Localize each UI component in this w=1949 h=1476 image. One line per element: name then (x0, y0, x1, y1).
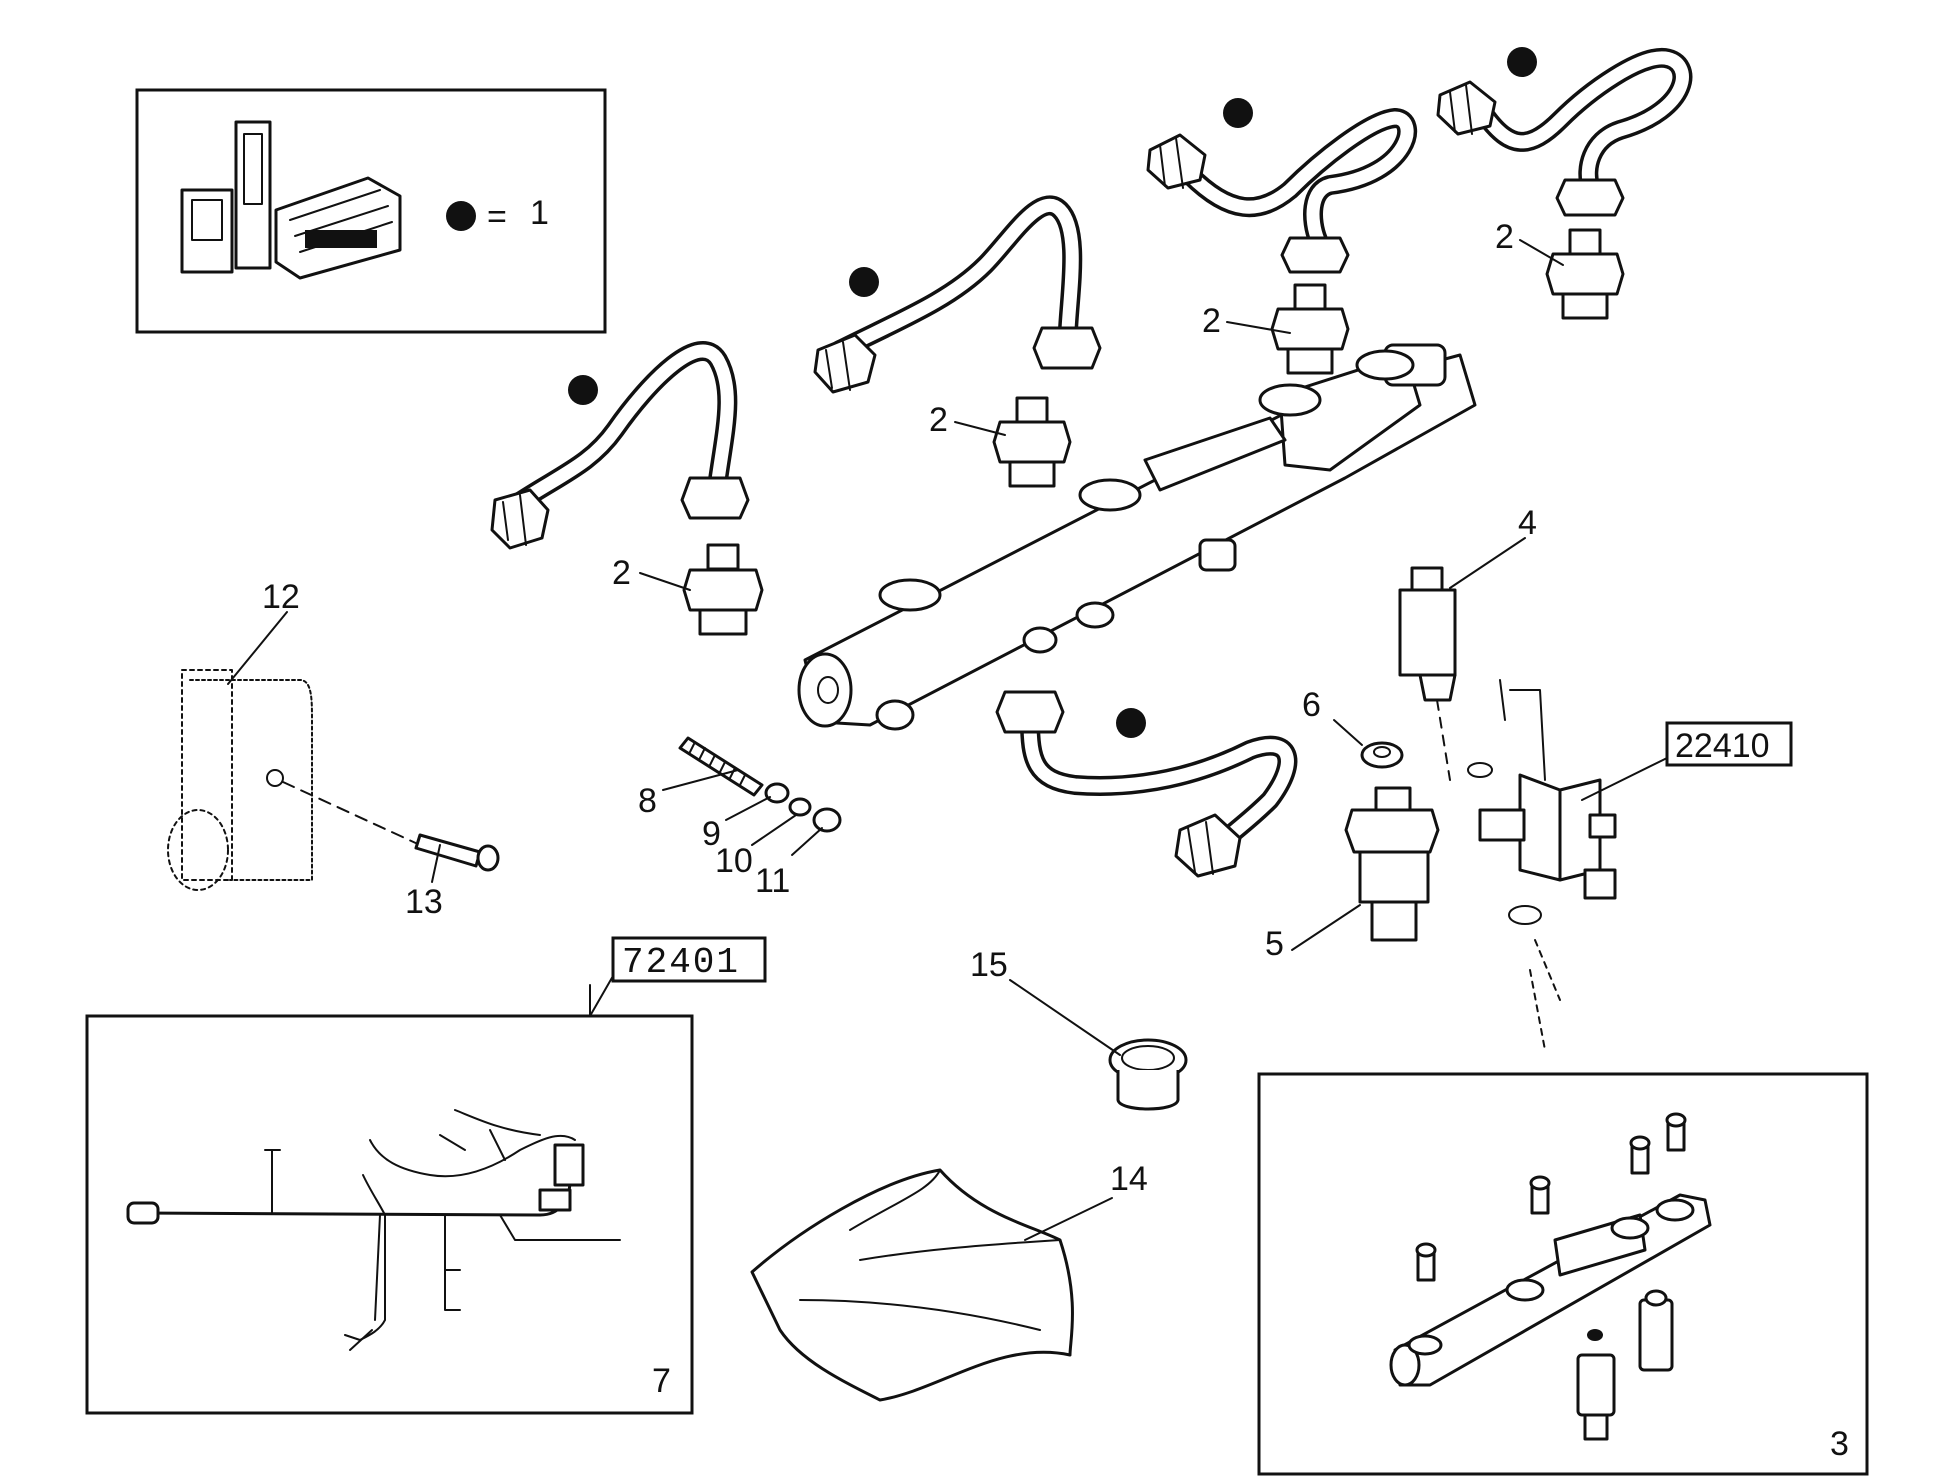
fuel-pipe-2 (813, 195, 1102, 394)
bullet-icon (1507, 47, 1537, 77)
connector-illustration (180, 120, 402, 280)
adapter-fitting (1545, 228, 1625, 320)
callout-2: 2 (929, 401, 948, 439)
protective-cap (1108, 1038, 1188, 1111)
adapter-fitting (1270, 283, 1350, 375)
callout-10: 10 (715, 842, 753, 880)
callout-2: 2 (1202, 302, 1221, 340)
fuel-pipe-4 (1436, 47, 1693, 217)
callout-13: 13 (405, 883, 443, 921)
bullet-icon (849, 267, 879, 297)
valve-block (1467, 679, 1617, 1051)
legend-equals: = (487, 198, 507, 236)
spring-washer (788, 797, 812, 817)
bullet-icon (1223, 98, 1253, 128)
reference-leader (589, 975, 614, 1017)
callout-5: 5 (1265, 925, 1284, 963)
callout-11: 11 (755, 862, 790, 900)
cleaning-cloth (750, 1168, 1074, 1402)
fuel-pipe-3 (1146, 108, 1418, 274)
callout-15: 15 (970, 946, 1008, 984)
reference-box-22410: 22410 (1581, 721, 1793, 801)
adapter-fitting (992, 396, 1072, 488)
bolt (414, 833, 500, 872)
callout-2: 2 (1495, 218, 1514, 256)
stud-bolt (678, 736, 764, 797)
reference-22410: 22410 (1675, 727, 1770, 765)
rail-kit-panel: 3 (1257, 1072, 1869, 1476)
fuel-pipe-5 (995, 690, 1298, 878)
adapter-fitting (682, 543, 764, 636)
sealing-washer (1360, 741, 1404, 769)
common-rail (797, 343, 1477, 731)
pressure-limiter-valve (1398, 566, 1457, 781)
callout-12: 12 (262, 578, 300, 616)
callout-6: 6 (1302, 686, 1321, 724)
callout-7: 7 (652, 1362, 671, 1400)
legend-value: 1 (530, 194, 549, 232)
callout-9: 9 (702, 815, 721, 853)
mounting-bracket (167, 669, 421, 891)
callout-3: 3 (1830, 1425, 1849, 1463)
pressure-sensor (1344, 786, 1440, 942)
reference-box-72401: 72401 (611, 936, 767, 983)
leader-lines (227, 239, 1564, 1241)
connector-legend-panel: = 1 (135, 88, 607, 334)
callout-8: 8 (638, 782, 657, 820)
wiring-harness-panel: 7 (85, 1014, 694, 1415)
callout-2: 2 (612, 554, 631, 592)
legend-bullet-icon (446, 201, 476, 231)
washer (764, 782, 790, 804)
wiring-harness (126, 1109, 621, 1351)
fuel-pipe-1 (490, 341, 750, 550)
rail-kit-illustration (1389, 1112, 1712, 1441)
callout-4: 4 (1518, 504, 1537, 542)
bullet-icon (568, 375, 598, 405)
reference-72401: 72401 (622, 942, 740, 983)
nut (812, 807, 842, 833)
bullet-icon (1116, 708, 1146, 738)
callout-14: 14 (1110, 1160, 1148, 1198)
